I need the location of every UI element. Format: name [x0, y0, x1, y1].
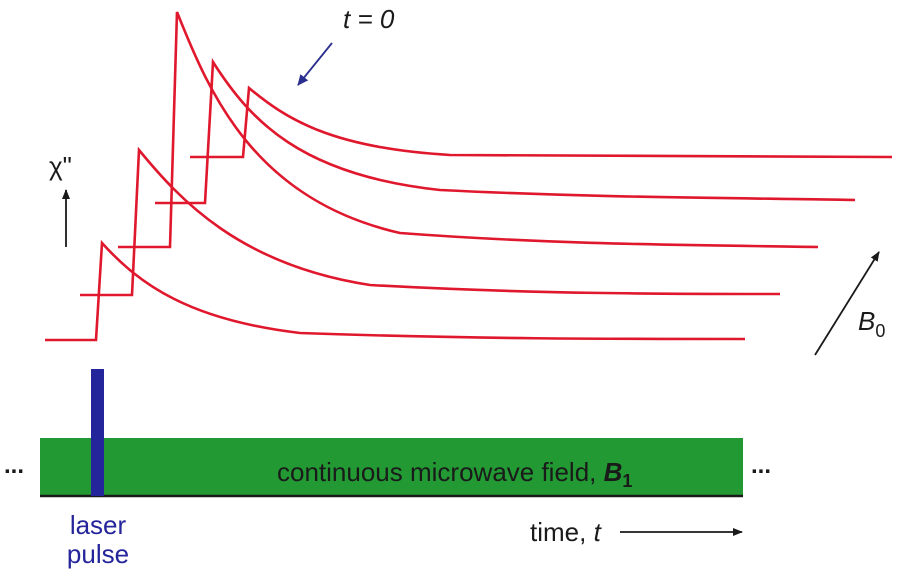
microwave-field-band	[40, 438, 743, 496]
trace-5	[190, 85, 893, 159]
laser-label-line2: pulse	[67, 539, 129, 569]
trace-3	[118, 11, 819, 249]
t-zero-label: t = 0	[343, 4, 395, 34]
trace-2	[80, 146, 781, 297]
b0-label: B0	[858, 306, 885, 341]
laser-label-line1: laser	[70, 510, 127, 540]
b0-arrow	[814, 251, 880, 356]
t-zero-arrow	[297, 42, 333, 86]
ellipsis-left: ...	[4, 452, 24, 479]
ellipsis-right: ...	[751, 452, 771, 479]
laser-pulse-bar	[91, 369, 104, 496]
trace-4	[155, 57, 856, 205]
transient-traces	[45, 11, 893, 342]
time-label: time, t	[530, 517, 603, 547]
trace-1	[45, 239, 746, 342]
chi-label: χ"	[49, 151, 72, 181]
microwave-field-label: continuous microwave field, B1	[277, 457, 632, 491]
